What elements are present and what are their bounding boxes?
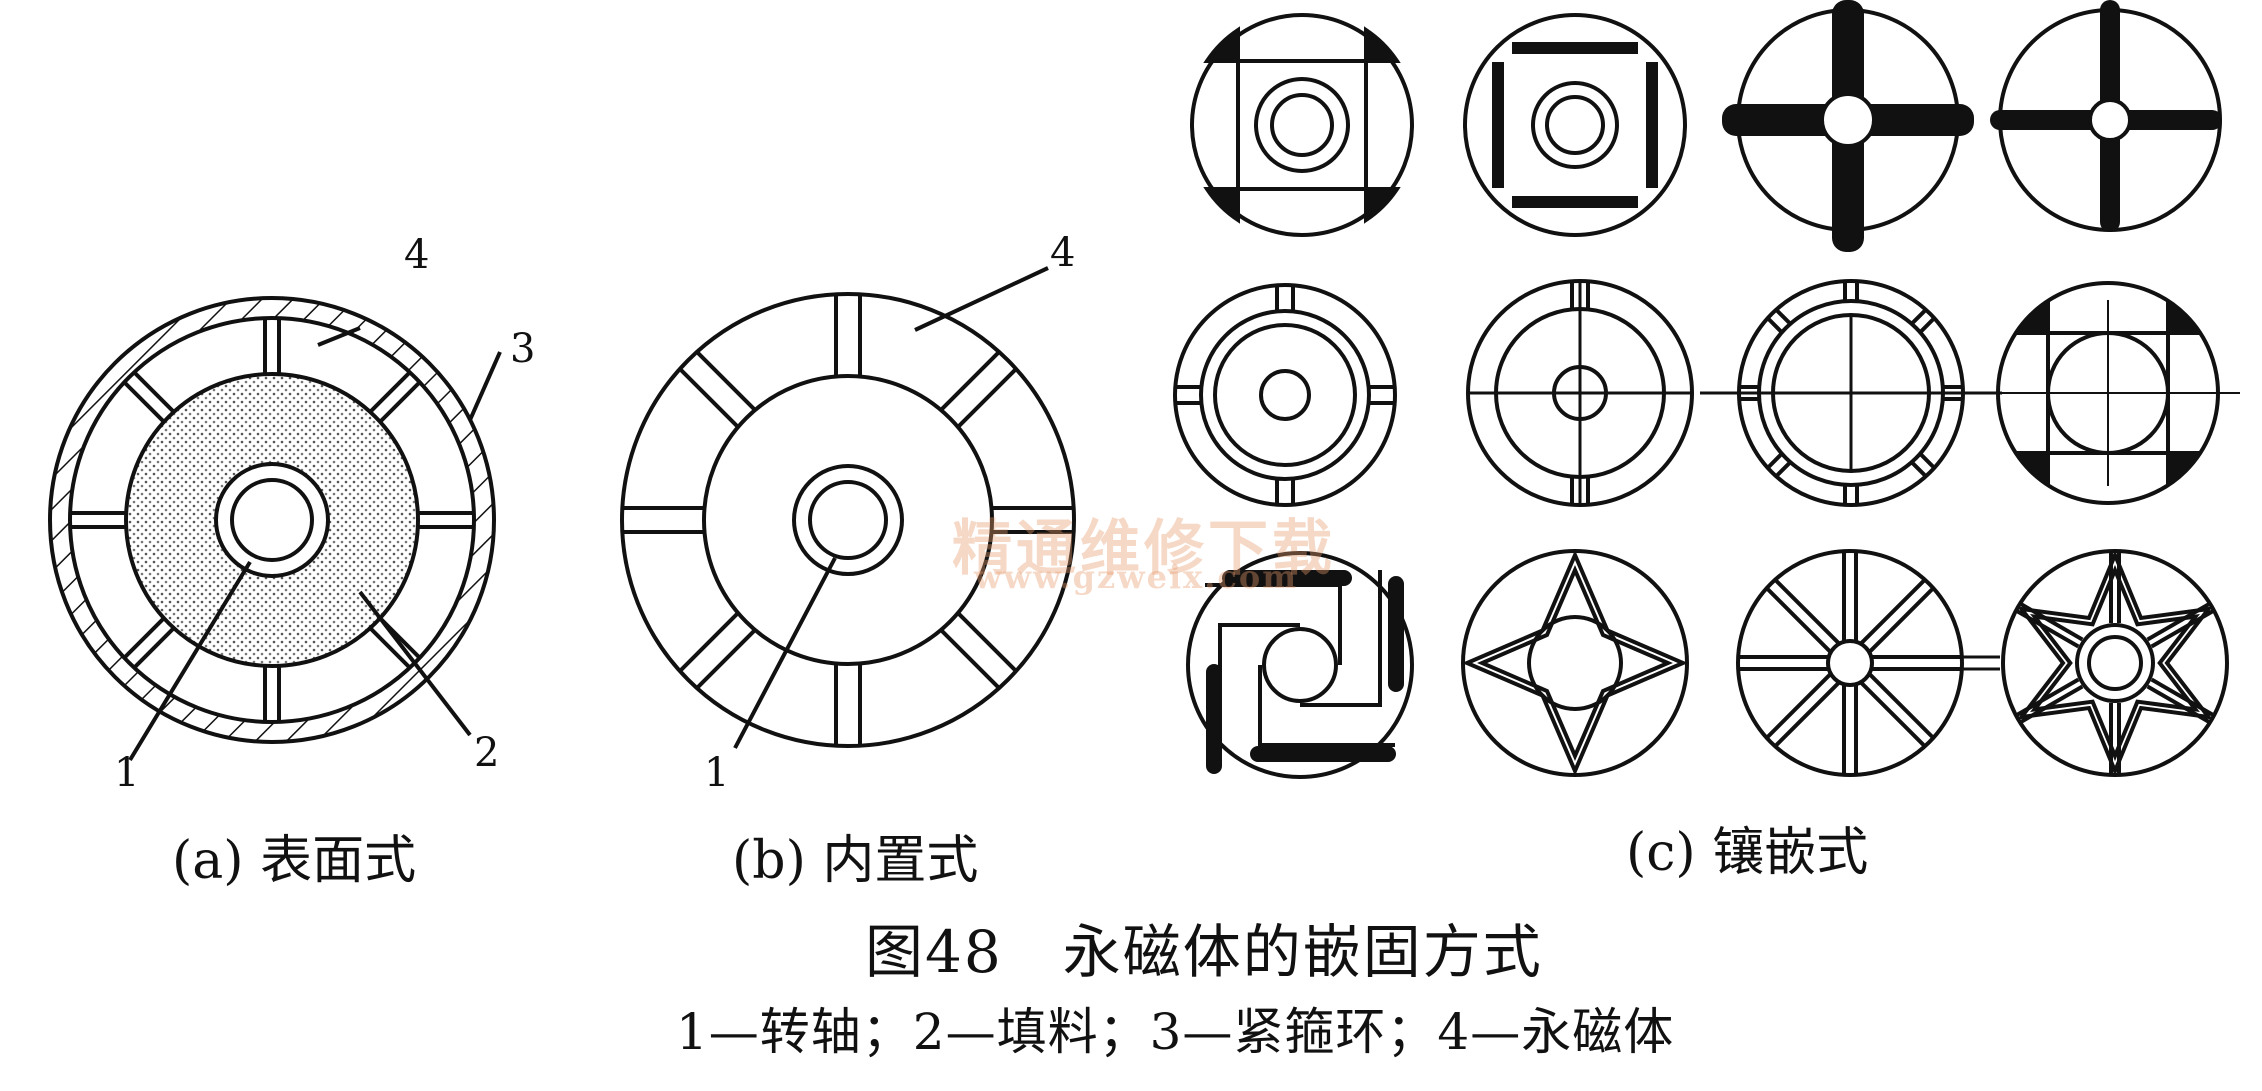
variant-3 — [1722, 0, 1974, 252]
label-a-4: 4 — [404, 232, 429, 278]
variant-7 — [1700, 279, 2002, 507]
variant-12 — [2001, 549, 2229, 777]
label-a-2: 2 — [474, 730, 499, 776]
figure-title: 图48 永磁体的嵌固方式 — [865, 918, 1543, 986]
rotor-core — [702, 374, 994, 666]
variant-6 — [1466, 279, 1694, 507]
variant-4 — [1990, 0, 2222, 232]
shaft-inner — [808, 480, 888, 560]
shaft-inner — [230, 478, 314, 562]
interior-magnets — [622, 294, 1074, 746]
figure-legend: 1—转轴；2—填料；3—紧箍环；4—永磁体 — [676, 1003, 1675, 1061]
label-b-1: 1 — [704, 750, 729, 796]
rotor-outer — [620, 292, 1076, 748]
watermark-logo: 精通维修下载 — [952, 514, 1336, 584]
variant-11 — [1736, 549, 2000, 777]
magnet-separators — [70, 318, 474, 722]
label-b-4: 4 — [1050, 230, 1075, 276]
watermark-url: www.gzweix.com — [974, 558, 1299, 596]
variant-2 — [1463, 13, 1687, 237]
variant-8 — [1996, 281, 2240, 505]
rotor-interior-type — [620, 266, 1076, 749]
caption-a: (a) 表面式 — [172, 831, 417, 891]
label-a-1: 1 — [114, 750, 139, 796]
variant-5 — [1173, 283, 1397, 507]
variant-1 — [1190, 13, 1414, 237]
rotor-embedded-variants — [1173, 0, 2240, 779]
label-a-3: 3 — [510, 326, 535, 372]
caption-b: (b) 内置式 — [732, 831, 979, 891]
shaft-outer — [792, 464, 904, 576]
variant-9 — [1186, 551, 1414, 779]
caption-c: (c) 镶嵌式 — [1626, 823, 1869, 883]
variant-10 — [1461, 549, 1689, 777]
rotor-surface-type — [48, 296, 502, 762]
